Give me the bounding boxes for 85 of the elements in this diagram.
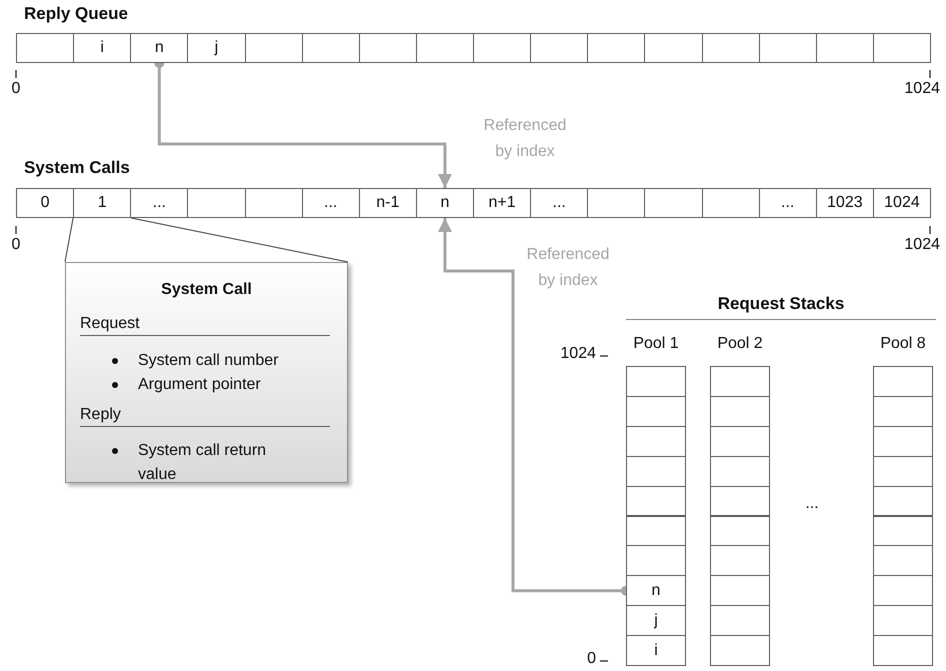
array-cell bbox=[873, 545, 933, 576]
array-cell bbox=[626, 516, 686, 546]
array-cell: ... bbox=[758, 188, 817, 218]
array-cell bbox=[873, 486, 933, 516]
array-cell: j bbox=[626, 605, 686, 636]
edge-label: Referenced by index bbox=[482, 116, 568, 162]
array-cell bbox=[302, 33, 360, 63]
array-cell bbox=[872, 33, 931, 63]
array-cell bbox=[873, 575, 933, 606]
array-cell: n-1 bbox=[358, 188, 417, 218]
array-cell bbox=[187, 188, 246, 218]
callout-line bbox=[64, 218, 348, 262]
card-title: System Call bbox=[160, 281, 253, 299]
array-cell bbox=[873, 605, 933, 636]
ellipsis-label: ... bbox=[804, 495, 820, 513]
array-cell bbox=[416, 33, 474, 63]
array-cell: 1 bbox=[73, 188, 132, 218]
array-cell bbox=[710, 426, 770, 457]
pool-label: Pool 1 bbox=[632, 335, 680, 353]
array-cell: i bbox=[73, 33, 132, 63]
array-cell bbox=[710, 516, 770, 546]
axis-label: 1024 bbox=[903, 236, 940, 254]
array-cell: n bbox=[416, 188, 474, 218]
array-cell bbox=[644, 188, 702, 218]
array-cell bbox=[710, 456, 770, 487]
array-cell bbox=[873, 396, 933, 427]
section-title: Request Stacks bbox=[626, 294, 936, 320]
array-cell bbox=[16, 33, 74, 63]
array-cell bbox=[626, 426, 686, 457]
array-cell bbox=[710, 575, 770, 606]
array-cell bbox=[244, 188, 303, 218]
array-cell bbox=[587, 188, 646, 218]
axis-label: 0 bbox=[10, 236, 22, 254]
array-cell bbox=[873, 635, 933, 666]
array-cell bbox=[873, 366, 933, 397]
array-cell bbox=[358, 33, 417, 63]
pool-label: Pool 2 bbox=[716, 335, 764, 353]
array-cell bbox=[587, 33, 646, 63]
array-cell bbox=[873, 426, 933, 457]
section-title: Reply Queue bbox=[24, 4, 128, 24]
callout-card bbox=[65, 262, 348, 483]
array-cell bbox=[702, 188, 760, 218]
array-cell: 1024 bbox=[872, 188, 931, 218]
array-cell bbox=[873, 516, 933, 546]
array-cell bbox=[530, 33, 588, 63]
array-cell: ... bbox=[130, 188, 188, 218]
array-cell bbox=[873, 456, 933, 487]
array-cell bbox=[710, 545, 770, 576]
array-cell bbox=[626, 396, 686, 427]
array-cell bbox=[626, 456, 686, 487]
list-item: System call number bbox=[138, 351, 280, 371]
array-cell bbox=[626, 486, 686, 516]
array-cell bbox=[626, 366, 686, 397]
array-cell bbox=[710, 396, 770, 427]
array-cell: j bbox=[187, 33, 246, 63]
array-cell: n bbox=[130, 33, 188, 63]
edge-label: Referenced by index bbox=[526, 245, 610, 291]
array-cell bbox=[816, 33, 874, 63]
axis-label: 1024 bbox=[559, 345, 596, 363]
array-cell bbox=[702, 33, 760, 63]
array-cell: ... bbox=[302, 188, 360, 218]
array-cell bbox=[758, 33, 817, 63]
section-title: System Calls bbox=[24, 158, 130, 178]
pool-label: Pool 8 bbox=[879, 335, 927, 353]
array-cell bbox=[244, 33, 303, 63]
array-cell: ... bbox=[530, 188, 588, 218]
array-cell bbox=[644, 33, 702, 63]
axis-label: 0 bbox=[10, 80, 22, 98]
section-heading: Request bbox=[80, 315, 330, 336]
array-cell bbox=[710, 605, 770, 636]
array-cell: i bbox=[626, 635, 686, 666]
array-cell bbox=[710, 486, 770, 516]
list-item: Argument pointer bbox=[138, 375, 262, 395]
array-cell: 1023 bbox=[816, 188, 874, 218]
array-cell: n bbox=[626, 575, 686, 606]
array-cell bbox=[473, 33, 532, 63]
array-cell: 0 bbox=[16, 188, 74, 218]
list-item: System call return value bbox=[138, 441, 268, 485]
array-cell bbox=[710, 366, 770, 397]
axis-label: 0 bbox=[586, 650, 596, 668]
section-heading: Reply bbox=[80, 406, 330, 427]
array-cell bbox=[710, 635, 770, 666]
axis-label: 1024 bbox=[903, 80, 940, 98]
array-cell: n+1 bbox=[473, 188, 532, 218]
array-cell bbox=[626, 545, 686, 576]
